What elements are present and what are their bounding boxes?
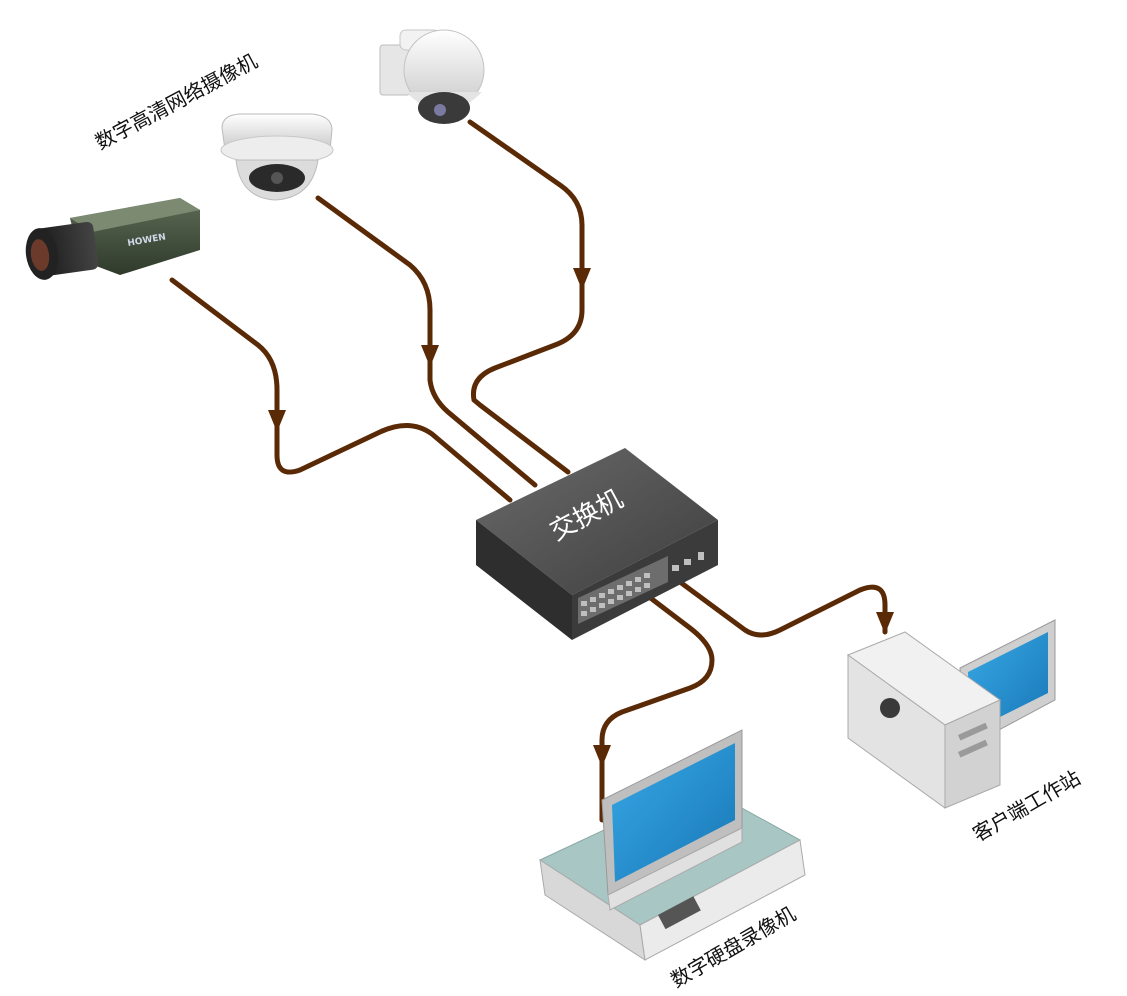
cable-to-workstation: [677, 579, 888, 638]
network-switch-icon: 交换机: [476, 448, 718, 640]
pc-tower-icon: [846, 631, 1001, 809]
cable-box-camera: [169, 277, 513, 503]
cable-ptz-camera: [467, 119, 585, 475]
cable-to-nvr: [599, 587, 715, 823]
arrow-head: [421, 345, 439, 367]
arrow-head: [573, 268, 591, 290]
dome-camera-icon: [220, 113, 334, 201]
cable-arrows: [268, 268, 894, 767]
cables: [169, 119, 888, 823]
arrow-head: [268, 410, 286, 432]
ptz-camera-icon: [379, 29, 485, 124]
arrow-head: [876, 612, 894, 634]
box-camera-icon: HOWEN: [25, 198, 200, 280]
monitor-icon: [601, 729, 743, 911]
arrow-head: [593, 745, 611, 767]
cable-dome-camera: [315, 195, 538, 488]
